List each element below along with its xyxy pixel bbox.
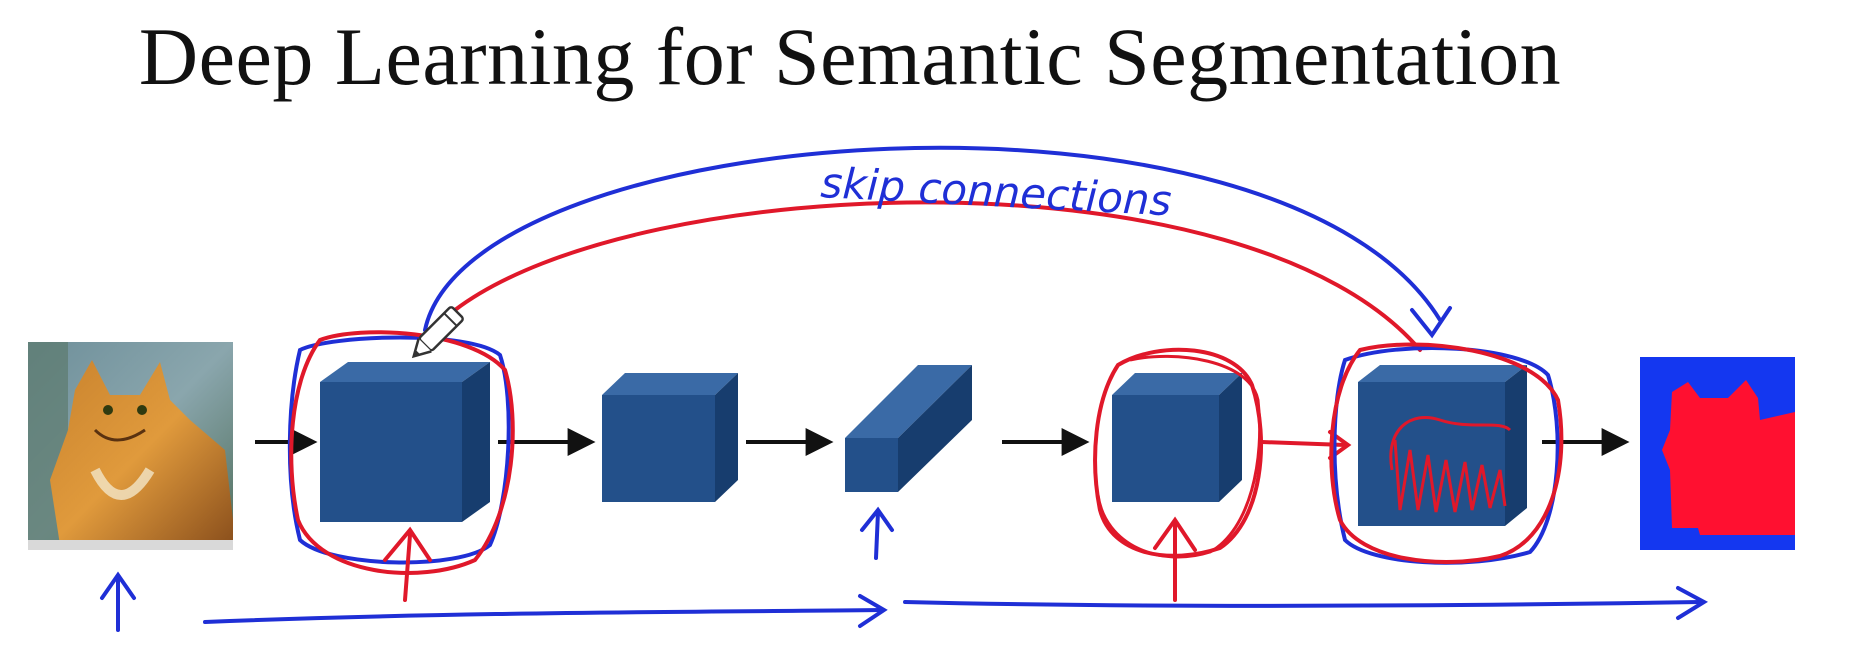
pencil-icon (411, 306, 464, 359)
output-segmentation-mask (1640, 357, 1795, 550)
input-cat-image (28, 342, 233, 550)
bottleneck-blue-up-arrow (860, 506, 894, 560)
decoder2-red-outline (1329, 342, 1564, 564)
skip-arrowhead-blue (1410, 306, 1452, 339)
skip-connections-label: skip connections (819, 158, 1172, 225)
encoder-block-1 (320, 362, 490, 522)
decoder2-red-scribble (1389, 415, 1512, 513)
decoder-path-blue-arrow (903, 600, 1702, 608)
encoder-path-blue-arrow (203, 608, 884, 624)
decoder-block-2 (1358, 365, 1527, 526)
block1-red-up-arrow (383, 526, 432, 602)
decoder1-red-outline (1093, 347, 1263, 558)
skip-connection-blue-arc (423, 145, 1442, 332)
input-blue-up-arrow (100, 571, 136, 632)
decoder-block-1 (1112, 373, 1242, 502)
bottleneck-block (845, 365, 972, 492)
decoder2-blue-outline (1332, 346, 1560, 565)
block1-red-outline (289, 330, 515, 575)
decoder1-red-up-arrow (1153, 516, 1197, 602)
skip-connection-red-arc (453, 200, 1422, 352)
slide-title: Deep Learning for Semantic Segmentation (138, 11, 1562, 102)
encoder-block-2 (602, 373, 738, 502)
